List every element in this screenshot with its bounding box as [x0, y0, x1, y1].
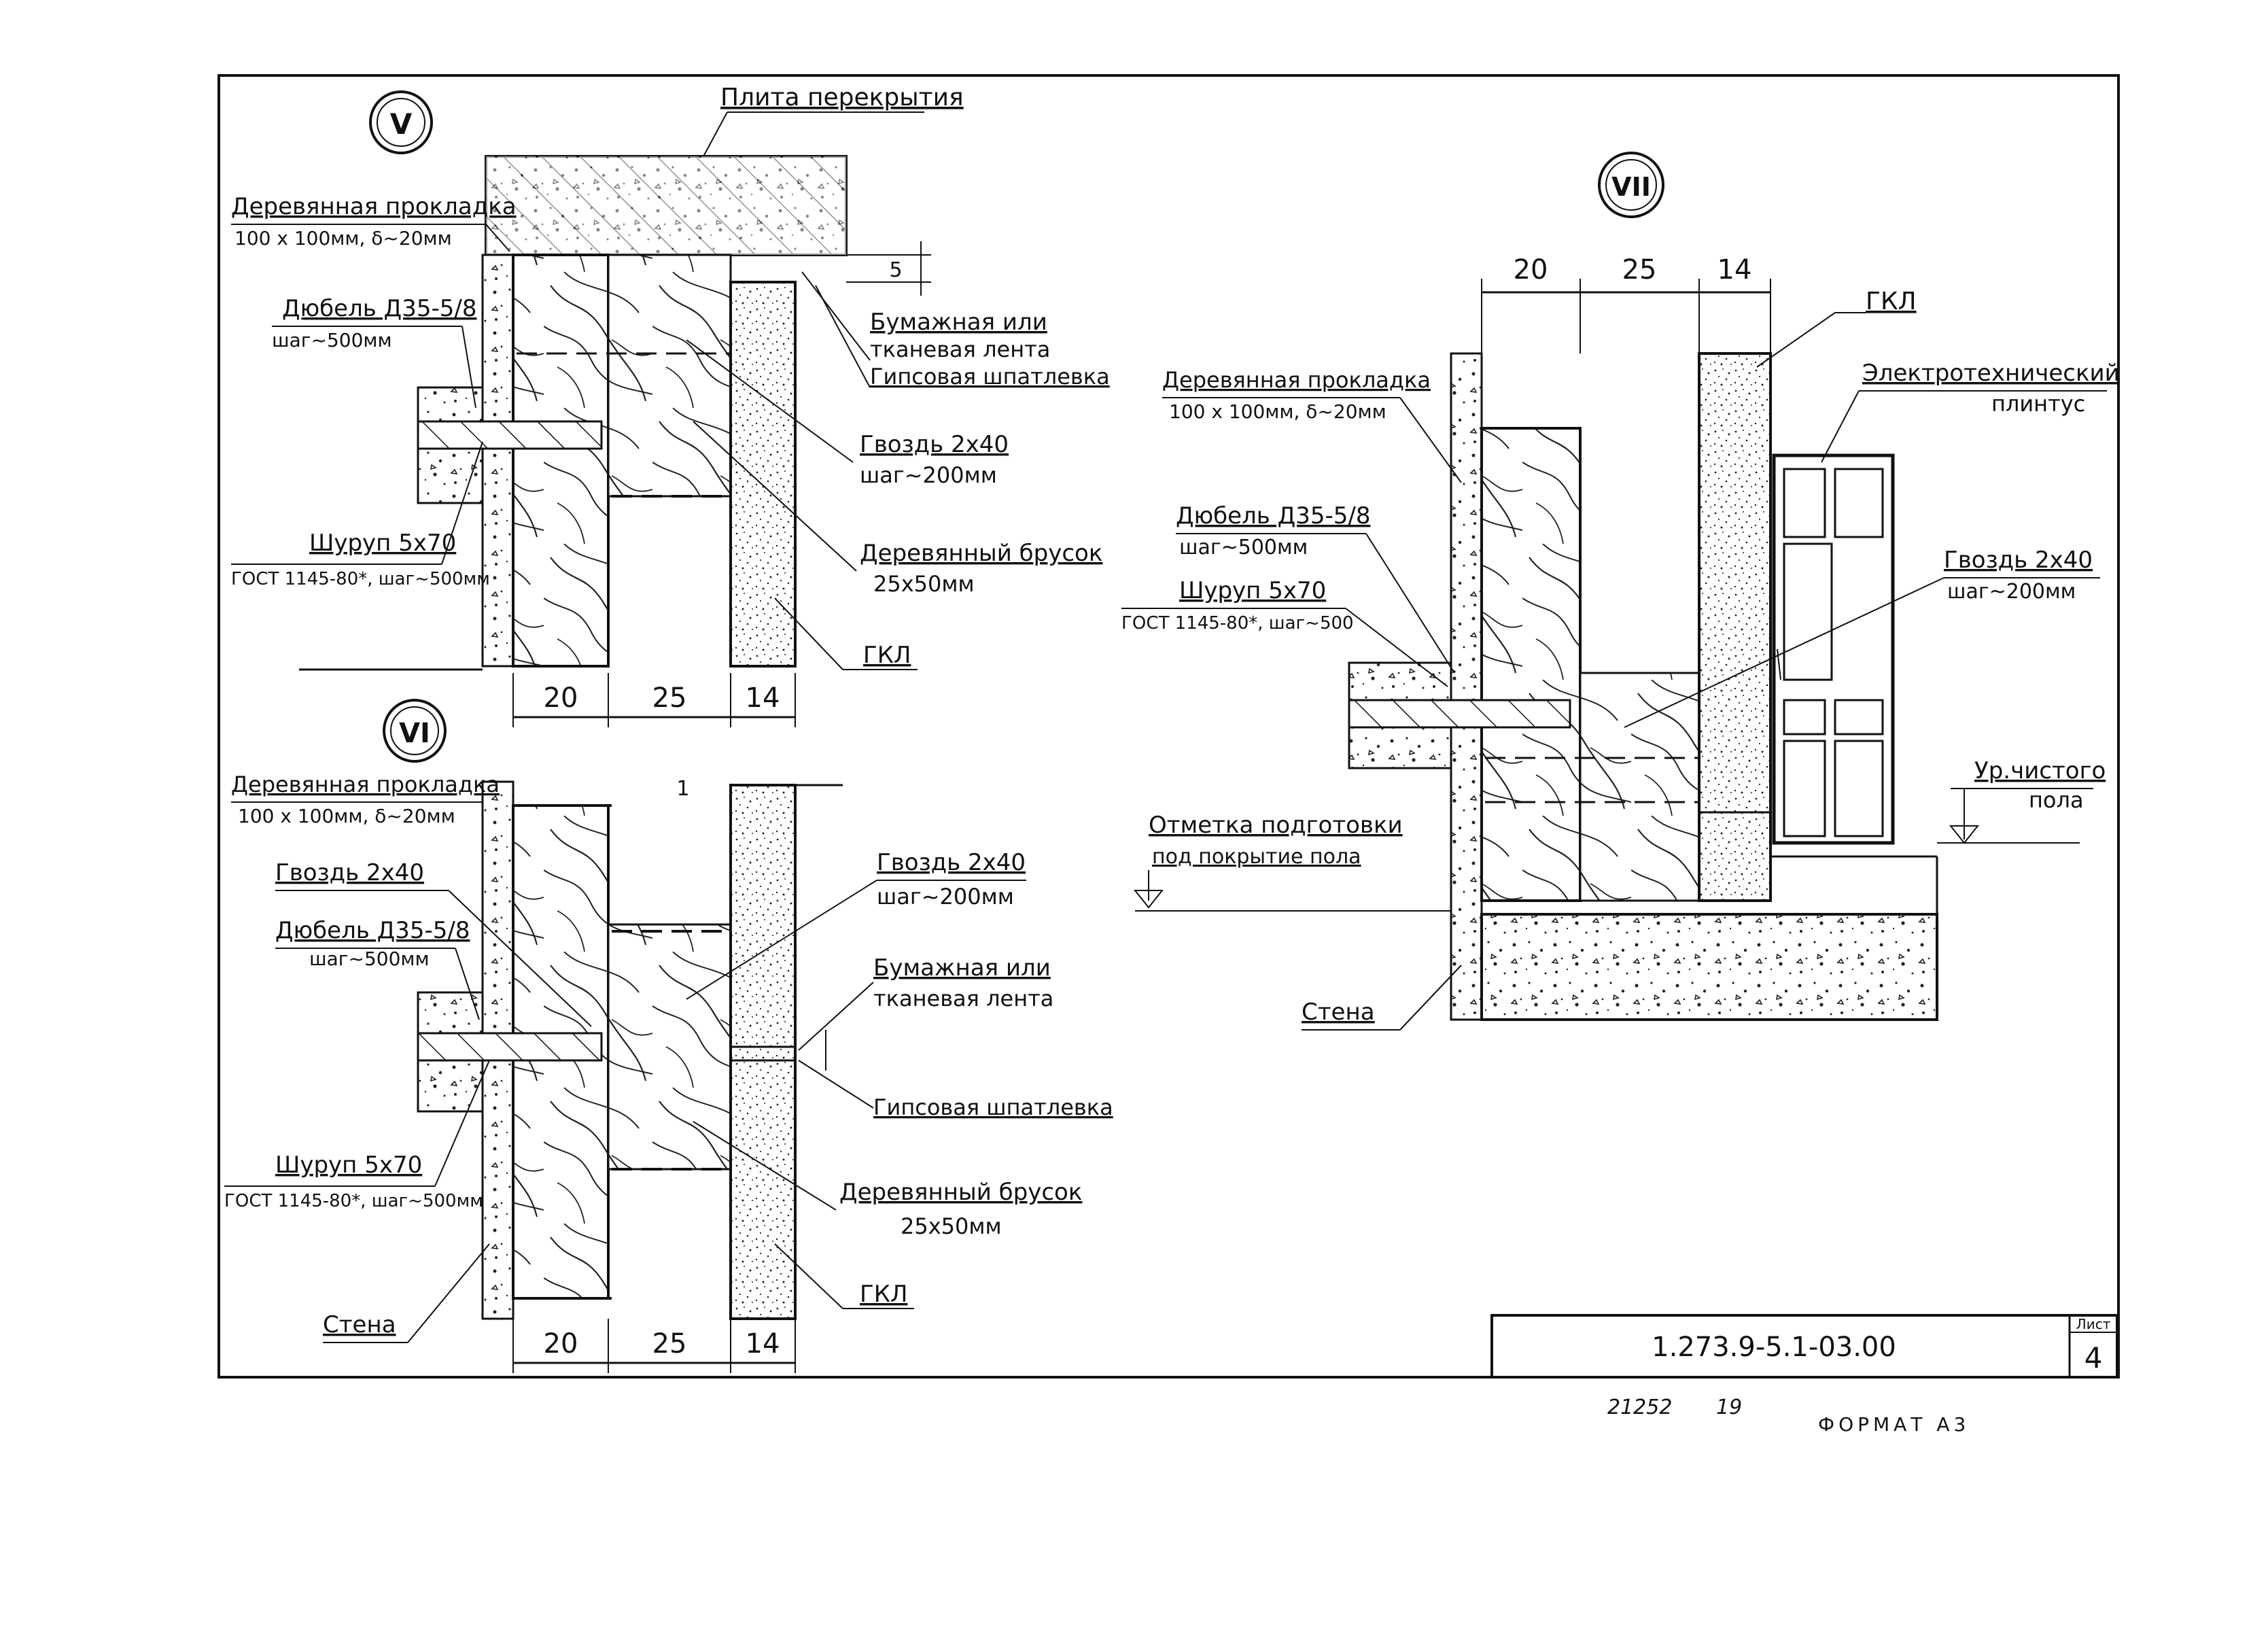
dims-vi: 20 25 14 [512, 1319, 796, 1373]
section-vi: VI 1 20 25 14 Деревянная прокладка 100 x… [224, 699, 1113, 1373]
label-v-nail-2: шаг~200мм [860, 462, 997, 488]
section-vi-marker-circle [383, 699, 447, 763]
sheet-label: Лист [2076, 1316, 2111, 1332]
label-vii-screw-2: ГОСТ 1145-80*, шаг~500 [1121, 613, 1354, 634]
wood-pad-vii [1480, 427, 1582, 902]
label-v-screw-2: ГОСТ 1145-80*, шаг~500мм [231, 569, 490, 589]
label-vii-prep-1: Отметка подготовки [1149, 812, 1403, 839]
label-vii-plinth-1: Электротехнический [1862, 360, 2120, 387]
gkl-vii [1698, 352, 1772, 902]
sheet-frame [217, 74, 2120, 1379]
wood-bar-vi [607, 923, 732, 1171]
label-vi-nail-1: Гвоздь 2x40 [877, 849, 1026, 876]
dim-v-2: 25 [652, 682, 687, 714]
dims-vii: 20 25 14 [1481, 254, 1771, 353]
label-slab: Плита перекрытия [720, 84, 964, 111]
section-v-marker-circle [369, 90, 433, 154]
label-v-pad-2: 100 x 100мм, δ~20мм [234, 227, 452, 249]
gap-vi: 1 [676, 777, 689, 801]
screw-vii [1348, 699, 1571, 729]
label-v-screw-1: Шуруп 5x70 [309, 530, 456, 557]
label-v-bar-1: Деревянный брусок [860, 540, 1102, 567]
screw-v [417, 420, 603, 450]
label-vii-floor-2: пола [2029, 787, 2084, 813]
gkl-v [729, 281, 797, 668]
inventory-number: 21252 [1607, 1396, 1672, 1419]
electrical-plinth [1772, 453, 1895, 845]
label-vii-screw-1: Шуруп 5x70 [1179, 577, 1326, 604]
label-vii-pad-1: Деревянная прокладка [1162, 367, 1431, 393]
wall-vii [1450, 352, 1483, 1021]
format-label: ФОРМАТ А3 [1818, 1413, 1970, 1436]
section-vii: VII 20 25 14 [1121, 152, 2120, 1031]
gkl-vi [729, 784, 797, 1320]
label-vi-bar-2: 25x50мм [901, 1213, 1002, 1239]
wall-v [481, 254, 514, 668]
section-vii-marker-circle [1598, 152, 1664, 218]
dim-vii-1: 20 [1514, 254, 1548, 285]
section-v-marker: V [390, 107, 413, 141]
label-vii-nail-2: шаг~200мм [1947, 580, 2076, 604]
label-v-gkl: ГКЛ [863, 642, 911, 669]
dim-v-3: 14 [746, 682, 780, 714]
label-vii-prep-2: под покрытие пола [1152, 845, 1361, 869]
doc-number: 1.273.9-5.1-03.00 [1652, 1332, 1896, 1363]
section-vi-marker: VI [399, 718, 430, 749]
screw-vi [417, 1032, 603, 1062]
label-vi-dowel-2: шаг~500мм [309, 948, 430, 970]
label-vi-gkl: ГКЛ [860, 1281, 907, 1308]
footer-code: 19 [1716, 1396, 1742, 1419]
label-vi-pad-1: Деревянная прокладка [231, 772, 500, 797]
label-vi-nail-2: шаг~200мм [877, 884, 1014, 910]
label-v-dowel-1: Дюбель Д35-5/8 [282, 295, 476, 322]
label-v-tape-2: тканевая лента [870, 336, 1050, 362]
dim-vi-2: 25 [652, 1328, 687, 1359]
wood-bar-vii [1579, 672, 1700, 902]
label-vi-pad-2: 100 x 100мм, δ~20мм [238, 805, 455, 827]
label-vi-screw-1: Шуруп 5x70 [275, 1151, 422, 1179]
label-vii-gkl: ГКЛ [1866, 288, 1917, 315]
label-v-nail-1: Гвоздь 2x40 [860, 431, 1009, 458]
section-vii-marker: VII [1611, 172, 1651, 202]
dim-v-1: 20 [544, 682, 578, 714]
label-vi-nail-left: Гвоздь 2x40 [275, 859, 424, 886]
sheet-number: 4 [2084, 1341, 2103, 1374]
dim-vi-1: 20 [544, 1328, 578, 1359]
section-v: V 20 25 14 5 [231, 84, 1110, 727]
dim-vi-3: 14 [746, 1328, 780, 1359]
label-vi-bar-1: Деревянный брусок [839, 1179, 1082, 1206]
label-v-bar-2: 25x50мм [873, 571, 975, 597]
label-v-tape-1: Бумажная или [870, 309, 1047, 336]
label-vi-screw-2: ГОСТ 1145-80*, шаг~500мм [224, 1191, 483, 1211]
label-v-dowel-2: шаг~500мм [272, 329, 392, 351]
label-vii-plinth-2: плинтус [1991, 391, 2085, 417]
label-vii-nail-1: Гвоздь 2x40 [1944, 547, 2093, 574]
label-vi-tape-2: тканевая лента [873, 986, 1053, 1011]
label-vii-wall: Стена [1302, 999, 1375, 1026]
label-vii-floor-1: Ур.чистого [1974, 757, 2106, 784]
floor-slab-vii [1480, 913, 1938, 1021]
label-vii-pad-2: 100 x 100мм, δ~20мм [1169, 400, 1386, 423]
label-v-pad-1: Деревянная прокладка [231, 193, 517, 220]
label-vi-putty: Гипсовая шпатлевка [873, 1094, 1113, 1120]
label-vii-dowel-2: шаг~500мм [1179, 536, 1308, 559]
gap-v: 5 [889, 258, 902, 282]
label-vi-wall: Стена [323, 1311, 396, 1338]
dims-v: 20 25 14 [512, 673, 796, 727]
title-block: 1.273.9-5.1-03.00 Лист 4 [1490, 1314, 2118, 1379]
label-vi-tape-1: Бумажная или [873, 954, 1051, 982]
dim-vii-2: 25 [1622, 254, 1657, 285]
label-v-putty: Гипсовая шпатлевка [870, 364, 1110, 389]
wood-pad-v [512, 254, 610, 668]
dim-vii-3: 14 [1717, 254, 1752, 285]
wood-bar-v [607, 254, 732, 498]
label-vii-dowel-1: Дюбель Д35-5/8 [1176, 502, 1370, 530]
label-vi-dowel-1: Дюбель Д35-5/8 [275, 917, 470, 944]
